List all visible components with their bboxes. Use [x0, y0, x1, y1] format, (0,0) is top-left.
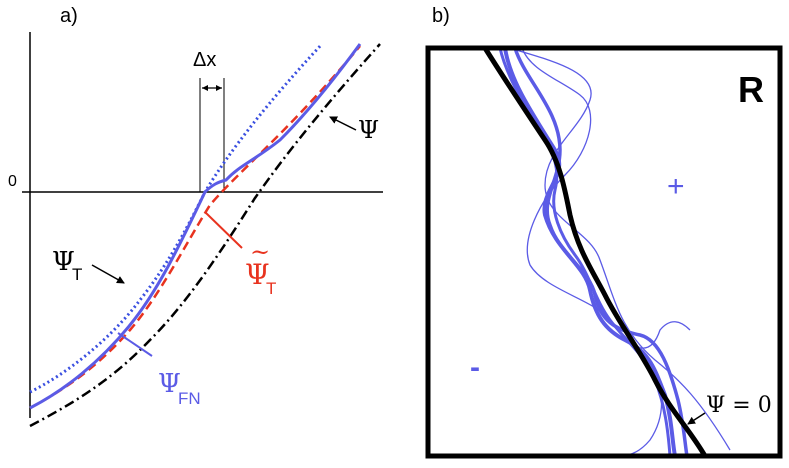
panel-b-label: b) [432, 5, 450, 27]
psi-fn-sub: FN [178, 389, 201, 408]
psi-zero-label: Ψ = 0 [706, 393, 772, 418]
psi-zero-pointer [687, 412, 706, 425]
psi-fn-label-group: Ψ FN [158, 369, 201, 408]
minus-label: - [470, 351, 480, 384]
panel-b-curves [482, 48, 731, 456]
panel-a: a) 0 Δx Ψ Ψ T ~ Ψ T [8, 5, 383, 428]
dx-label: Δx [193, 49, 216, 71]
thin-curve-1 [521, 48, 691, 349]
psi-fn-label: Ψ [158, 369, 181, 399]
psi-t-label-group: Ψ T [52, 247, 82, 284]
psi-t-pointer [91, 264, 125, 284]
psi-t-label: Ψ [52, 247, 75, 277]
psi-t-tilde-label-group: ~ Ψ T [245, 238, 276, 298]
psi-t-tilde-curve [29, 45, 361, 410]
psi-fn-curve [29, 43, 362, 410]
psi-pointer [329, 116, 357, 131]
psi-t-tilde-sub: T [266, 279, 276, 298]
panel-b: b) R + - Ψ = 0 [425, 5, 783, 459]
panel-a-label: a) [60, 5, 78, 27]
psi-t-curve [29, 42, 324, 394]
dx-arrowheads [202, 85, 222, 91]
psi-t-tilde-accent: ~ [250, 238, 270, 266]
psi-curve [29, 43, 381, 428]
plus-label: + [667, 170, 685, 203]
psi-t-tilde-label: Ψ [245, 258, 270, 291]
region-label: R [738, 69, 764, 110]
region-frame [425, 45, 783, 459]
psi-t-sub: T [72, 265, 82, 284]
psi-t-tilde-pointer [205, 212, 243, 249]
thin-curve-2 [509, 48, 731, 451]
psi-label: Ψ [358, 116, 379, 144]
psi-fn-pointer [117, 332, 153, 357]
psi-zero-contour [482, 48, 708, 456]
zero-label: 0 [8, 173, 17, 190]
thick-curve-1 [503, 48, 677, 456]
